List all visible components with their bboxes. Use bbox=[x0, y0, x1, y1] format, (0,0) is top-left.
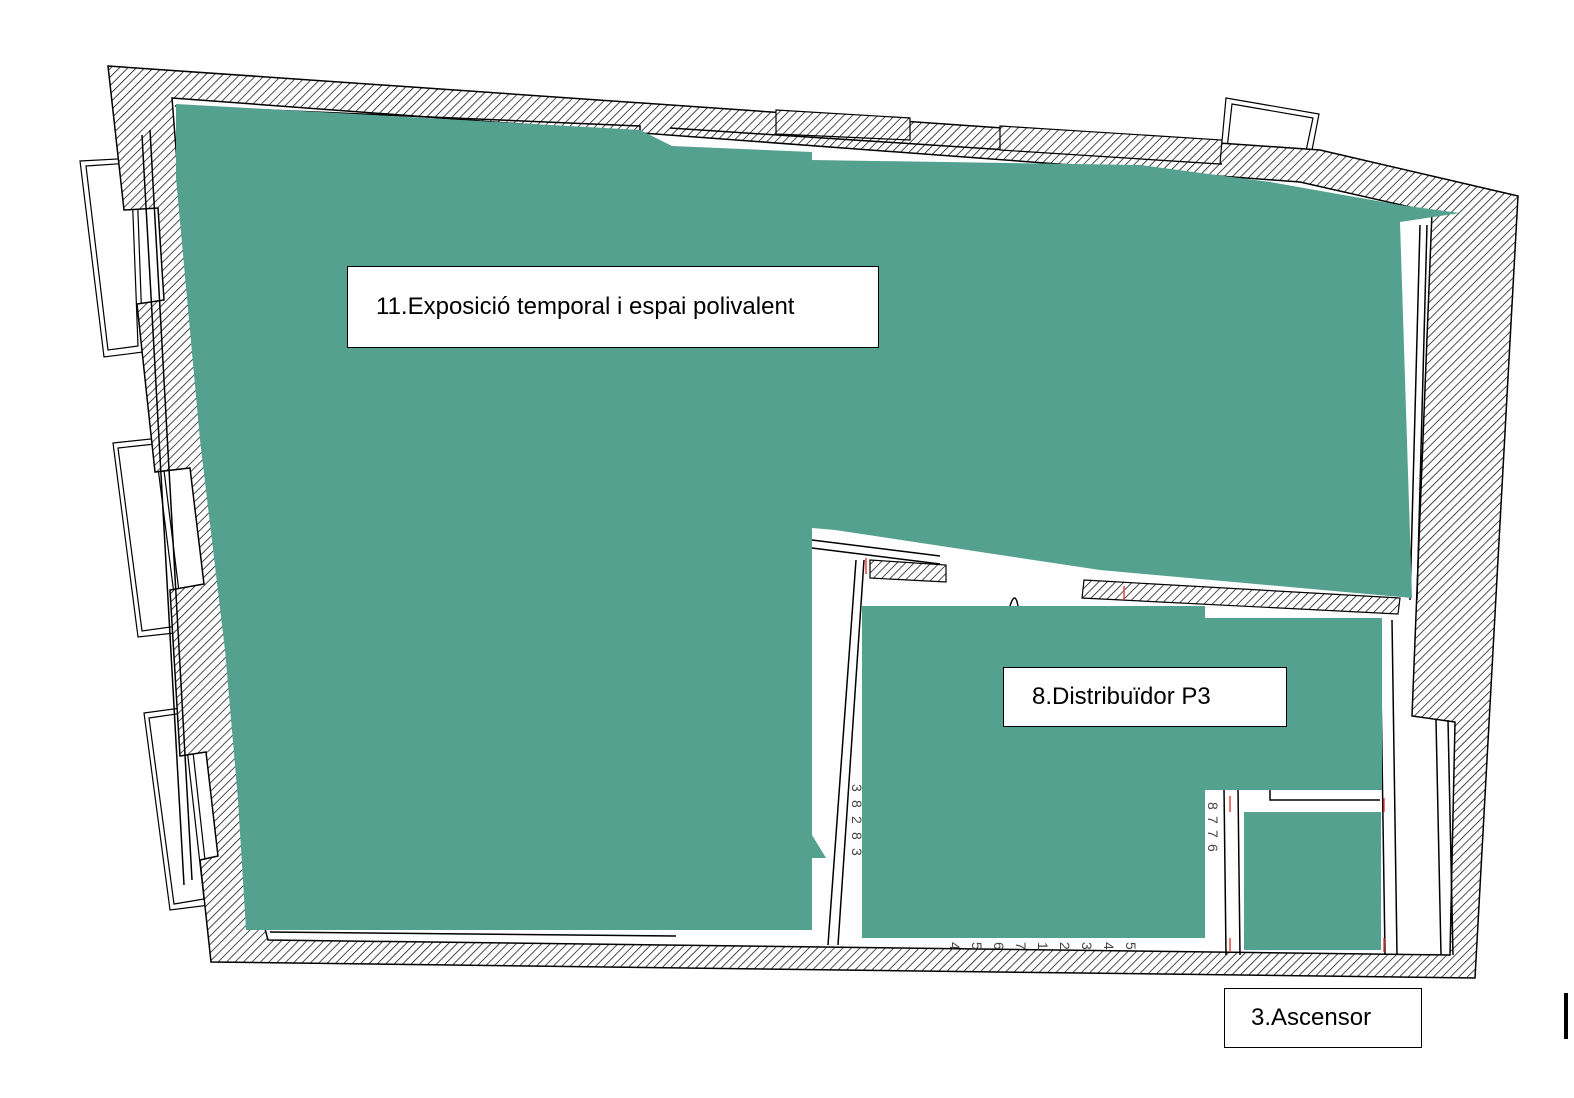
measure-marks-horizontal: 4 5 6 7 1 2 3 4 5 bbox=[947, 942, 1139, 950]
room-label-exposicio-temporal: 11.Exposició temporal i espai polivalent bbox=[347, 266, 879, 348]
edge-marker bbox=[1564, 993, 1568, 1039]
measure-mark: 3 bbox=[849, 784, 865, 792]
measure-mark: 5 bbox=[969, 942, 985, 950]
measure-mark: 1 bbox=[1035, 942, 1051, 950]
measure-mark: 7 bbox=[1205, 816, 1221, 824]
wall-stubs bbox=[775, 109, 1401, 615]
room-11-area[interactable] bbox=[176, 104, 1460, 930]
measure-mark: 8 bbox=[849, 832, 865, 840]
room-label-text: 3.Ascensor bbox=[1251, 1004, 1372, 1031]
dimension-marks bbox=[865, 558, 1385, 952]
room-label-distribuidor-p3: 8.Distribuïdor P3 bbox=[1003, 667, 1287, 727]
measure-mark: 4 bbox=[947, 942, 963, 950]
measure-mark: 7 bbox=[1205, 830, 1221, 838]
measure-marks-vertical: 8 7 7 6 bbox=[1205, 802, 1221, 852]
measure-mark: 4 bbox=[1101, 942, 1117, 950]
measure-mark: 3 bbox=[849, 848, 865, 856]
measure-mark: 6 bbox=[1205, 844, 1221, 852]
measure-mark: 8 bbox=[849, 800, 865, 808]
measure-mark: 2 bbox=[849, 816, 865, 824]
measure-mark: 2 bbox=[1057, 942, 1073, 950]
room-label-text: 11.Exposició temporal i espai polivalent bbox=[376, 293, 795, 320]
room-label-ascensor: 3.Ascensor bbox=[1224, 988, 1422, 1048]
measure-mark: 3 bbox=[1079, 942, 1095, 950]
room-3-area[interactable] bbox=[1244, 812, 1381, 950]
room-label-text: 8.Distribuïdor P3 bbox=[1032, 683, 1211, 710]
measure-mark: 7 bbox=[1013, 942, 1029, 950]
measure-mark: 6 bbox=[991, 942, 1007, 950]
measure-mark: 8 bbox=[1205, 802, 1221, 810]
measure-marks-left: 3 8 2 8 3 bbox=[849, 784, 865, 856]
measure-mark: 5 bbox=[1123, 942, 1139, 950]
